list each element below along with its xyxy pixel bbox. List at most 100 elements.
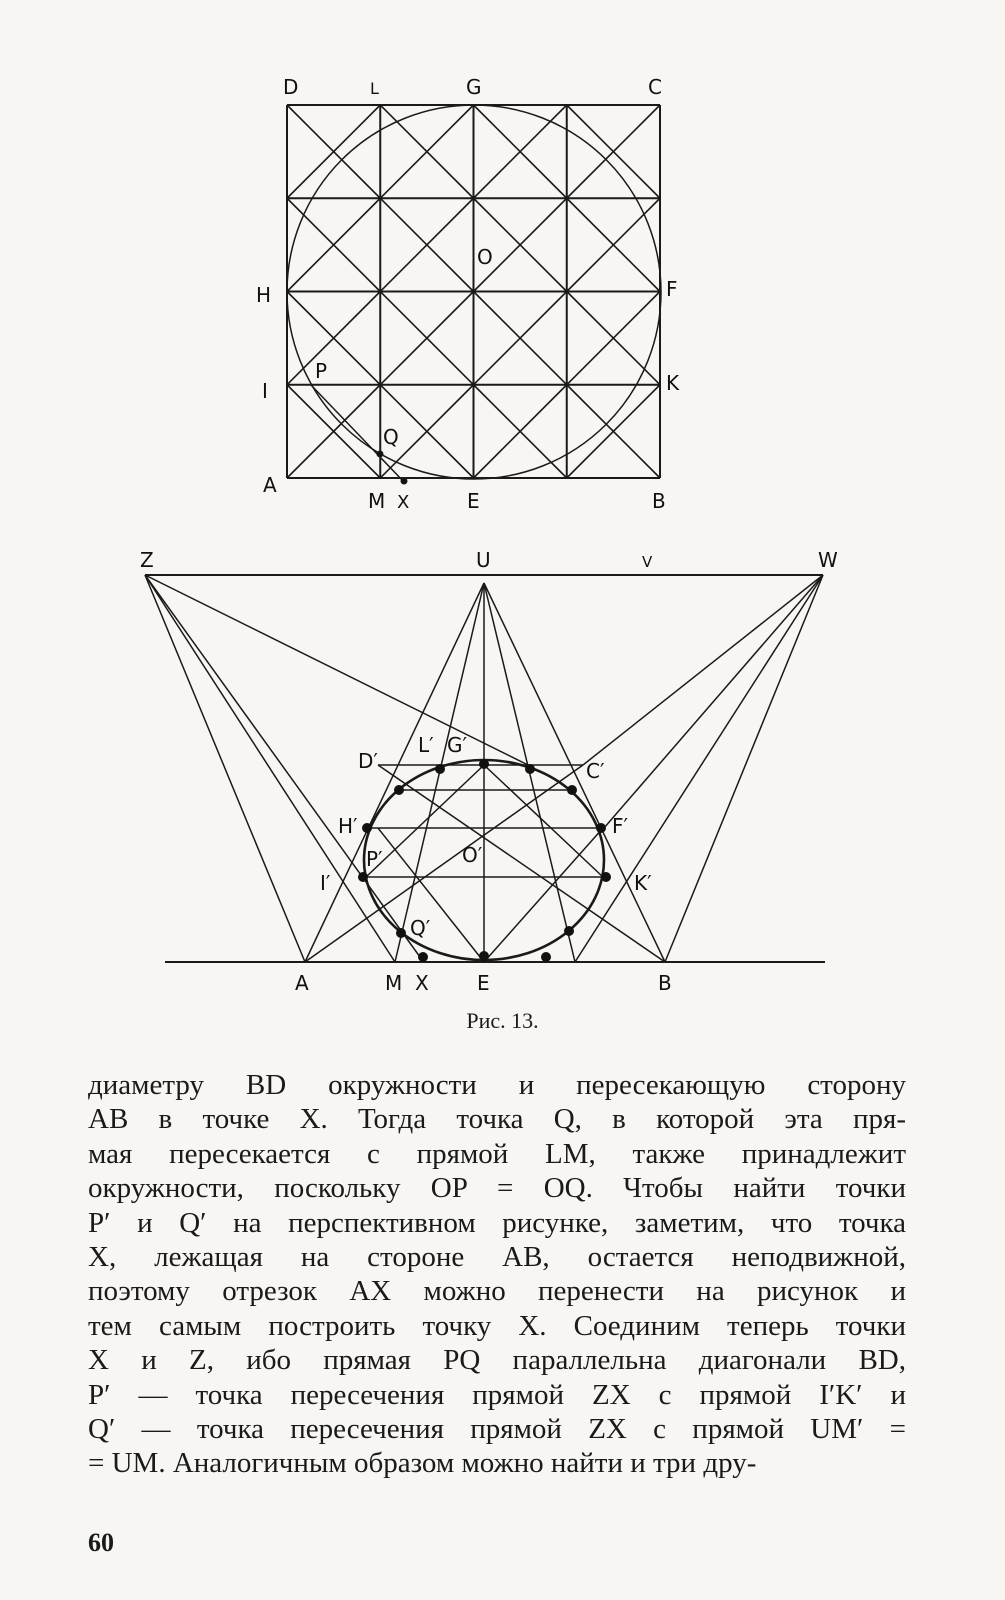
cell-diagonal: [472, 384, 568, 479]
label-B-prime-row: B: [658, 971, 672, 995]
text-line: Q′ — точка пересечения прямой ZX с прямо…: [88, 1413, 906, 1446]
diagonal-BD: [377, 764, 666, 963]
circle-point-dot: [394, 785, 404, 795]
label-Q: Q: [383, 425, 399, 449]
line-from-Z: [144, 574, 396, 963]
line-from-Z: [144, 574, 421, 958]
label-O-prime: O′: [462, 843, 483, 867]
label-M-prime-row: M: [385, 971, 402, 995]
text-line: X, лежащая на стороне AB, остается непод…: [88, 1241, 906, 1274]
body-text: диаметру BD окружности и пересекающую ст…: [88, 1068, 906, 1481]
text-line: тем самым построить точку X. Соединим те…: [88, 1309, 906, 1342]
label-F: F: [666, 277, 678, 301]
label-K: K: [666, 371, 680, 395]
line-from-W: [582, 574, 824, 766]
perspective-labels: Z U V W D′ L′ G′ C′ H′ F′ P′ O′ I′ K′ Q′…: [140, 548, 838, 995]
circle-point-dot: [564, 926, 574, 936]
text-line: = UM. Аналогичным образом можно найти и …: [88, 1447, 757, 1480]
label-A-prime-row: A: [295, 971, 309, 995]
cell-diagonal: [286, 384, 381, 479]
cell-diagonal: [286, 104, 381, 199]
cell-diagonal: [379, 197, 475, 293]
line-from-W: [664, 574, 824, 963]
perspective-circle-points: [358, 759, 611, 962]
cell-diagonal: [472, 197, 568, 293]
cell-diagonal: [379, 290, 475, 386]
line-PX: [310, 384, 405, 483]
circle-point-dot: [396, 928, 406, 938]
label-B: B: [652, 489, 666, 513]
line-to-U: [304, 582, 485, 963]
label-G-prime: G′: [447, 733, 467, 757]
inner-diagonal: [483, 764, 604, 878]
line-from-W: [603, 574, 824, 829]
cell-diagonal: [286, 290, 381, 386]
text-line: P′ и Q′ на перспективном рисунке, замети…: [88, 1206, 906, 1239]
line-from-Z: [144, 574, 529, 766]
label-L: L: [370, 79, 379, 98]
label-D-prime: D′: [358, 749, 378, 773]
circle-point-dot: [601, 872, 611, 882]
text-line: P′ — точка пересечения прямой ZX с прямо…: [88, 1378, 906, 1411]
figure-13: D L G C H F I K P O Q A M X E B Z U V W …: [140, 75, 838, 995]
label-H-prime: H′: [338, 814, 358, 838]
circle-point-dot: [479, 759, 489, 769]
label-L-prime: L′: [418, 733, 434, 757]
inscribed-circle: [286, 104, 662, 480]
label-D: D: [283, 75, 298, 99]
label-I-prime: I′: [320, 871, 331, 895]
label-E: E: [467, 489, 480, 513]
circle-point-dot: [362, 823, 372, 833]
label-G: G: [466, 75, 482, 99]
label-C: C: [648, 75, 662, 99]
label-Z: Z: [140, 548, 154, 572]
cell-diagonal: [379, 104, 475, 199]
diagonal-AC: [304, 764, 584, 963]
point-Q-dot: [376, 450, 384, 458]
cell-diagonal: [566, 104, 661, 199]
line-to-U: [483, 582, 666, 963]
circle-point-dot: [435, 764, 445, 774]
cell-diagonal: [566, 290, 661, 386]
perspective-diagram: [144, 574, 825, 963]
circle-point-dot: [567, 785, 577, 795]
label-P: P: [315, 359, 327, 383]
line-from-Z: [144, 574, 306, 963]
cell-diagonal: [566, 384, 661, 479]
page-number: 60: [88, 1528, 114, 1557]
cell-diagonal: [472, 290, 568, 386]
text-line: окружности, поскольку OP = OQ. Чтобы най…: [88, 1172, 906, 1205]
label-M: M: [368, 489, 385, 513]
inner-diagonal: [483, 827, 604, 963]
figure-caption: Рис. 13.: [466, 1008, 539, 1033]
square-diagram: [286, 104, 662, 485]
circle-point-dot: [358, 872, 368, 882]
cell-diagonal: [286, 197, 381, 293]
text-line: диаметру BD окружности и пересекающую ст…: [88, 1069, 906, 1101]
line-from-W: [574, 574, 824, 963]
circle-point-dot: [525, 764, 535, 774]
perspective-construction-lines: [144, 574, 824, 963]
label-X: X: [397, 492, 409, 513]
label-U: U: [476, 548, 491, 572]
cell-diagonal: [472, 104, 568, 199]
circle-point-dot: [596, 823, 606, 833]
label-Q-prime: Q′: [410, 916, 431, 940]
label-C-prime: C′: [586, 759, 605, 783]
text-line: мая пересекается с прямой LM, также прин…: [88, 1137, 906, 1170]
inner-diagonal: [377, 827, 485, 963]
label-V: V: [642, 553, 653, 571]
label-O: O: [477, 245, 493, 269]
text-line: AB в точке X. Тогда точка Q, в которой э…: [88, 1103, 906, 1136]
label-I: I: [262, 379, 268, 403]
point-X-dot: [400, 477, 408, 485]
label-A: A: [263, 473, 277, 497]
label-H: H: [256, 283, 271, 307]
label-X-prime-row: X: [415, 971, 429, 995]
text-line: X и Z, ибо прямая PQ параллельна диагона…: [88, 1344, 906, 1377]
circle-point-dot: [418, 952, 428, 962]
circle-point-dot: [479, 951, 489, 961]
label-E-prime-row: E: [477, 971, 490, 995]
square-labels: D L G C H F I K P O Q A M X E B: [256, 75, 680, 513]
label-K-prime: K′: [634, 871, 652, 895]
